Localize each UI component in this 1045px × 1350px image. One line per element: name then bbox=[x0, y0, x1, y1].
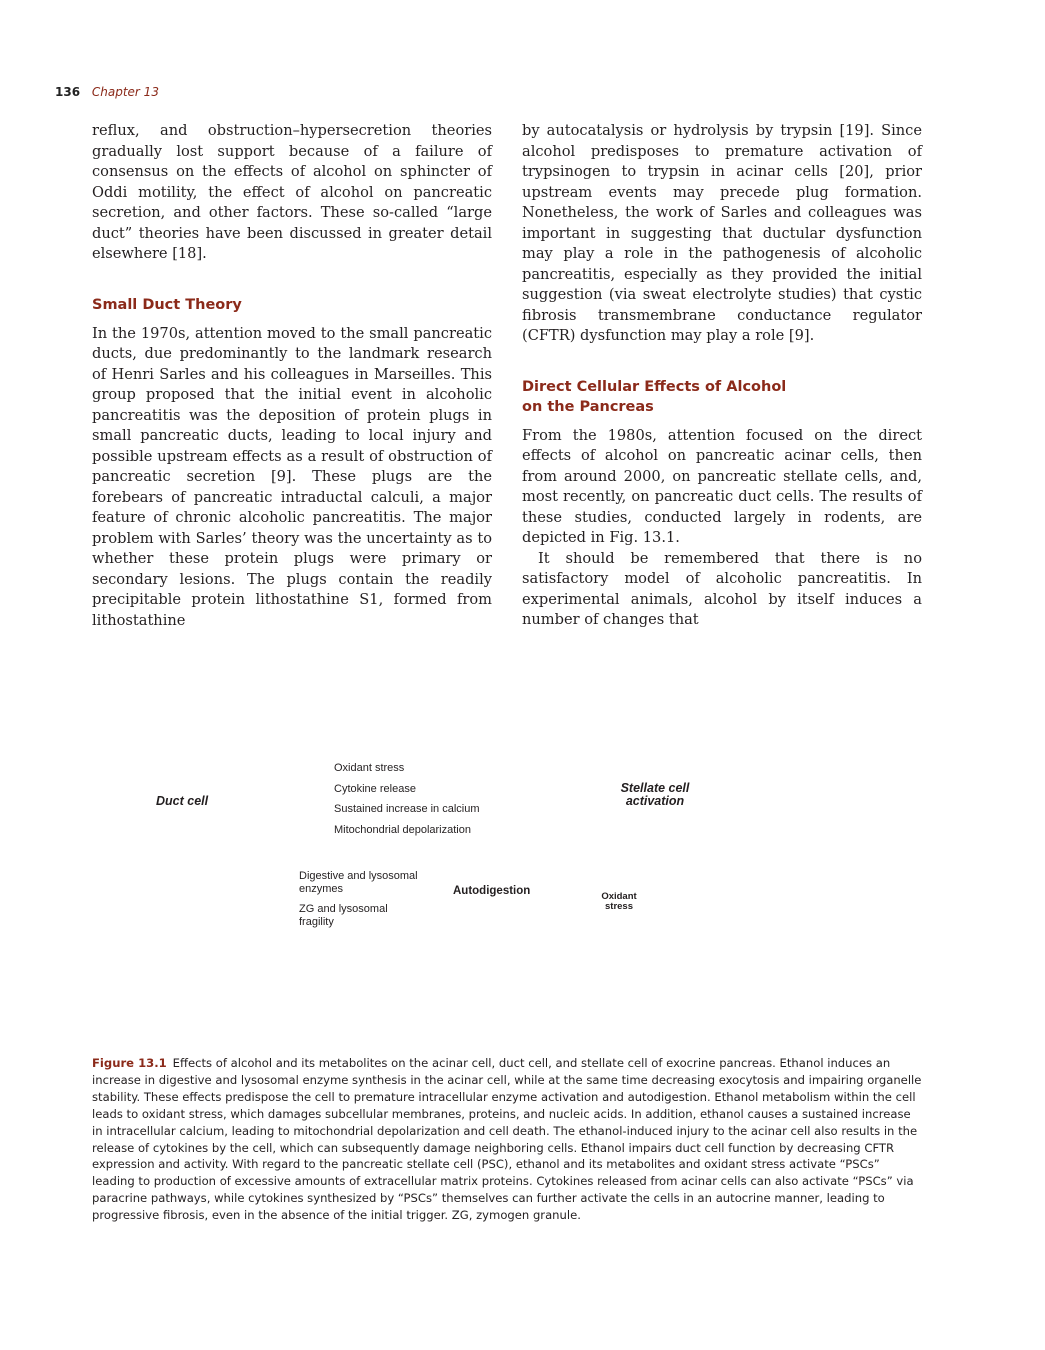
heading-line: on the Pancreas bbox=[522, 398, 654, 415]
mitochondrial-label: Mitochondrial depolarization bbox=[334, 824, 471, 836]
page-number: 136 bbox=[55, 85, 81, 99]
chapter-title: Chapter 13 bbox=[91, 85, 159, 99]
stellate-cell-activation-label: Stellate cell activation bbox=[620, 781, 690, 808]
right-column: by autocatalysis or hydrolysis by trypsi… bbox=[522, 121, 922, 631]
paragraph: It should be remembered that there is no… bbox=[522, 549, 922, 629]
caption-text: Effects of alcohol and its metabolites o… bbox=[92, 1056, 922, 1223]
duct-cell-label: Duct cell bbox=[156, 794, 209, 808]
section-heading-direct-cellular-effects: Direct Cellular Effects of Alcohol on th… bbox=[522, 377, 922, 417]
paragraph: by autocatalysis or hydrolysis by trypsi… bbox=[522, 122, 922, 344]
caption-label: Figure 13.1 bbox=[92, 1056, 167, 1070]
left-column: reflux, and obstruction–hypersecretion t… bbox=[92, 121, 492, 631]
paragraph: reflux, and obstruction–hypersecretion t… bbox=[92, 122, 492, 262]
digestive-enzymes-label: Digestive and lysosomal enzymes bbox=[299, 870, 418, 895]
calcium-label: Sustained increase in calcium bbox=[334, 803, 480, 815]
paragraph: In the 1970s, attention moved to the sma… bbox=[92, 324, 492, 629]
oxidant-stress-label: Oxidant stress bbox=[334, 762, 405, 774]
oxidant-stress-small-label: Oxidant stress bbox=[601, 891, 637, 912]
zg-fragility-label: ZG and lysosomal fragility bbox=[299, 903, 388, 928]
heading-line: Direct Cellular Effects of Alcohol bbox=[522, 378, 787, 395]
paragraph: From the 1980s, attention focused on the… bbox=[522, 426, 922, 547]
autodigestion-label: Autodigestion bbox=[453, 885, 531, 897]
figure-13-1: Duct cell Oxidant stress Cytokine releas… bbox=[92, 745, 922, 945]
running-head: 136 Chapter 13 bbox=[55, 84, 159, 100]
section-heading-small-duct-theory: Small Duct Theory bbox=[92, 296, 242, 313]
cytokine-release-label: Cytokine release bbox=[334, 783, 416, 795]
